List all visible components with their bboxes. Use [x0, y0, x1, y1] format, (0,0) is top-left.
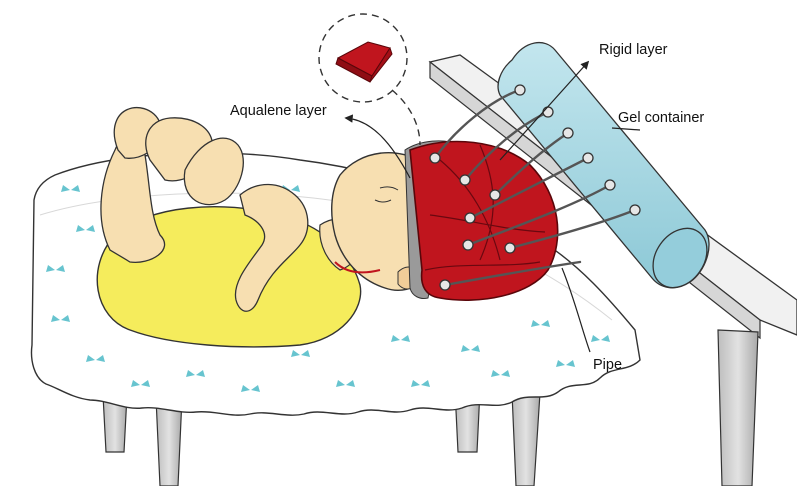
- helmet-shell: [410, 142, 558, 301]
- port-icon: [460, 175, 470, 185]
- port-icon: [440, 280, 450, 290]
- label-pipe: Pipe: [593, 357, 622, 373]
- port-icon: [430, 153, 440, 163]
- port-icon: [505, 243, 515, 253]
- port-icon: [630, 205, 640, 215]
- port-icon: [583, 153, 593, 163]
- port-icon: [490, 190, 500, 200]
- port-icon: [465, 213, 475, 223]
- port-icon: [543, 107, 553, 117]
- label-aqualene-layer: Aqualene layer: [230, 103, 327, 119]
- bed-leg-back-right: [512, 393, 540, 486]
- material-inset: [319, 14, 420, 145]
- port-icon: [563, 128, 573, 138]
- label-gel-container: Gel container: [618, 110, 704, 126]
- helmet: [405, 141, 558, 300]
- port-icon: [463, 240, 473, 250]
- side-table-leg: [718, 330, 758, 486]
- label-rigid-layer: Rigid layer: [599, 42, 668, 58]
- port-icon: [515, 85, 525, 95]
- inset-connector: [392, 90, 420, 145]
- port-icon: [605, 180, 615, 190]
